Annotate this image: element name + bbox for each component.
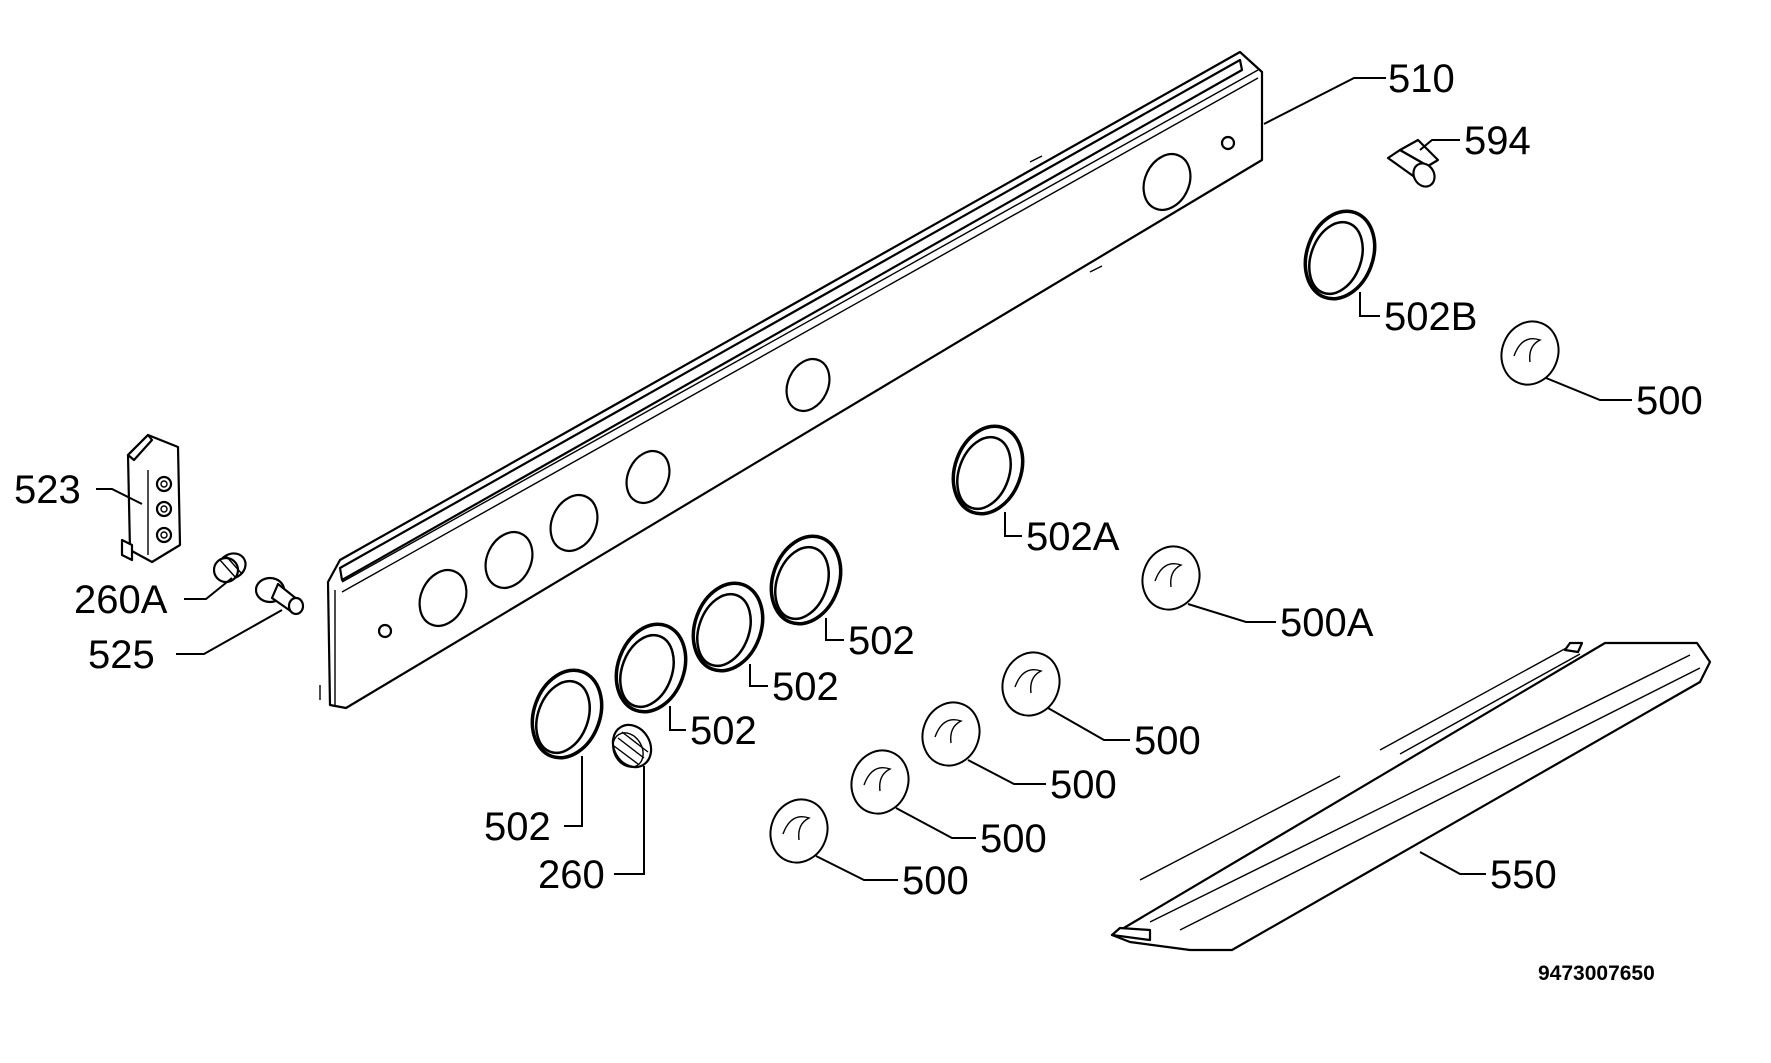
leader-510 [1263, 77, 1386, 125]
callout-594: 594 [1464, 119, 1531, 163]
leader-500-k4 [1047, 707, 1130, 741]
leader-502-r3 [749, 664, 768, 687]
leader-500-top [1545, 377, 1632, 401]
callout-500-top: 500 [1636, 379, 1703, 423]
ring-502-r1 [530, 668, 604, 760]
leader-502-r2 [669, 706, 686, 731]
knob-500A [1141, 545, 1201, 611]
ring-502A [951, 424, 1025, 516]
knob-500-k4 [1001, 651, 1061, 717]
leader-500-k3 [967, 759, 1046, 785]
callout-502-r3: 502 [772, 665, 839, 709]
leader-260 [614, 766, 645, 875]
callout-502-r4: 502 [848, 619, 915, 663]
leader-502-r1 [564, 756, 583, 827]
leader-502B [1359, 292, 1380, 317]
ring-502-r3 [691, 581, 765, 673]
pin-525 [254, 576, 305, 616]
callout-labels: 510 594 502B 500 523 260A 525 502A 500A … [14, 57, 1703, 985]
leader-594 [1419, 139, 1460, 151]
leader-500-k2 [895, 807, 976, 839]
callout-260A: 260A [74, 578, 168, 622]
callout-502B: 502B [1384, 295, 1477, 339]
callout-502-r2: 502 [690, 709, 757, 753]
document-number: 9473007650 [1538, 962, 1655, 985]
callout-550: 550 [1490, 853, 1557, 897]
spring-260 [611, 723, 653, 769]
leader-500A [1187, 603, 1276, 623]
lamp-594 [1386, 138, 1440, 188]
leader-525 [176, 609, 283, 655]
callout-500-k4: 500 [1134, 719, 1201, 763]
ring-502B [1303, 209, 1377, 301]
callout-525: 525 [88, 633, 155, 677]
knob-500-k3 [921, 701, 981, 767]
callout-510: 510 [1388, 57, 1455, 101]
leader-550 [1419, 851, 1486, 875]
leader-500-k1 [815, 855, 898, 881]
trim-strip-550 [1110, 641, 1712, 952]
callout-502A: 502A [1026, 515, 1120, 559]
knob-500-k1 [769, 798, 829, 864]
knob-500-top [1500, 320, 1560, 386]
ring-502-r2 [614, 622, 688, 714]
control-panel-510 [319, 50, 1264, 710]
leader-502-r4 [825, 618, 844, 641]
callout-500A: 500A [1280, 601, 1374, 645]
leader-lines [96, 77, 1632, 881]
ring-502-r4 [769, 534, 843, 626]
callout-523: 523 [14, 468, 81, 512]
leader-260A [184, 577, 233, 600]
leader-502A [1004, 512, 1022, 537]
leader-523 [96, 488, 143, 505]
callout-260: 260 [538, 853, 605, 897]
callout-500-k3: 500 [1050, 763, 1117, 807]
callout-500-k2: 500 [980, 817, 1047, 861]
callout-502-r1: 502 [484, 805, 551, 849]
knob-500-k2 [850, 749, 910, 815]
callout-500-k1: 500 [902, 859, 969, 903]
bracket-523 [120, 433, 182, 564]
